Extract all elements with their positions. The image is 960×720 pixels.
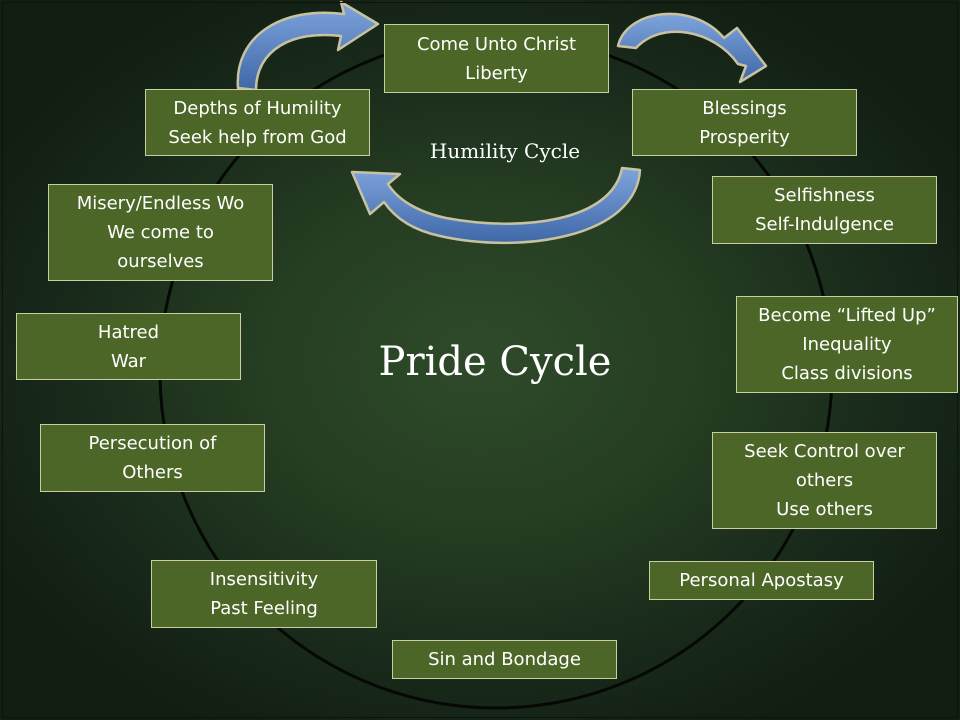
box-line: Seek Control over: [744, 441, 905, 462]
box-line: Become “Lifted Up”: [758, 305, 936, 326]
box-line: Misery/Endless Wo: [76, 193, 245, 214]
box-blessings: Blessings Prosperity: [632, 89, 857, 156]
pride-cycle-title: Pride Cycle: [378, 339, 612, 385]
box-line: Use others: [776, 499, 873, 520]
arrow-depths-to-christ: [236, 0, 380, 92]
box-line: Past Feeling: [210, 598, 318, 619]
box-line: Insensitivity: [209, 569, 319, 590]
humility-cycle-title: Humility Cycle: [429, 139, 581, 163]
box-line: Liberty: [465, 62, 528, 84]
box-line: Come Unto Christ: [416, 33, 577, 55]
arrow-christ-to-blessings: [616, 12, 768, 84]
box-come-unto-christ: Come Unto Christ Liberty: [384, 24, 609, 93]
box-depths-of-humility: Depths of Humility Seek help from God: [145, 89, 370, 156]
box-line: Others: [122, 462, 183, 483]
box-line: Class divisions: [781, 363, 913, 384]
box-misery: Misery/Endless Wo We come to ourselves: [48, 184, 273, 281]
box-hatred: Hatred War: [16, 313, 241, 380]
box-line: Self-Indulgence: [755, 214, 894, 235]
box-seek-control: Seek Control over others Use others: [712, 432, 937, 529]
box-personal-apostasy: Personal Apostasy: [649, 561, 874, 600]
box-line: Blessings: [702, 97, 787, 119]
box-line: Personal Apostasy: [679, 570, 844, 591]
box-line: others: [795, 470, 854, 491]
box-line: Inequality: [802, 334, 892, 355]
box-line: Prosperity: [699, 126, 790, 148]
box-line: Hatred: [97, 321, 160, 343]
box-line: Sin and Bondage: [428, 649, 581, 670]
box-persecution: Persecution of Others: [40, 424, 265, 492]
box-line: War: [110, 350, 147, 372]
box-insensitivity: Insensitivity Past Feeling: [151, 560, 377, 628]
box-line: Selfishness: [774, 185, 875, 206]
box-lifted-up: Become “Lifted Up” Inequality Class divi…: [736, 296, 958, 393]
box-line: Seek help from God: [168, 126, 347, 148]
box-line: Depths of Humility: [173, 97, 342, 119]
box-line: ourselves: [117, 251, 204, 272]
arrow-humility-return: [350, 166, 642, 245]
box-line: Persecution of: [88, 433, 217, 454]
box-line: We come to: [107, 222, 214, 243]
box-sin-bondage: Sin and Bondage: [392, 640, 617, 679]
box-selfishness: Selfishness Self-Indulgence: [712, 176, 937, 244]
